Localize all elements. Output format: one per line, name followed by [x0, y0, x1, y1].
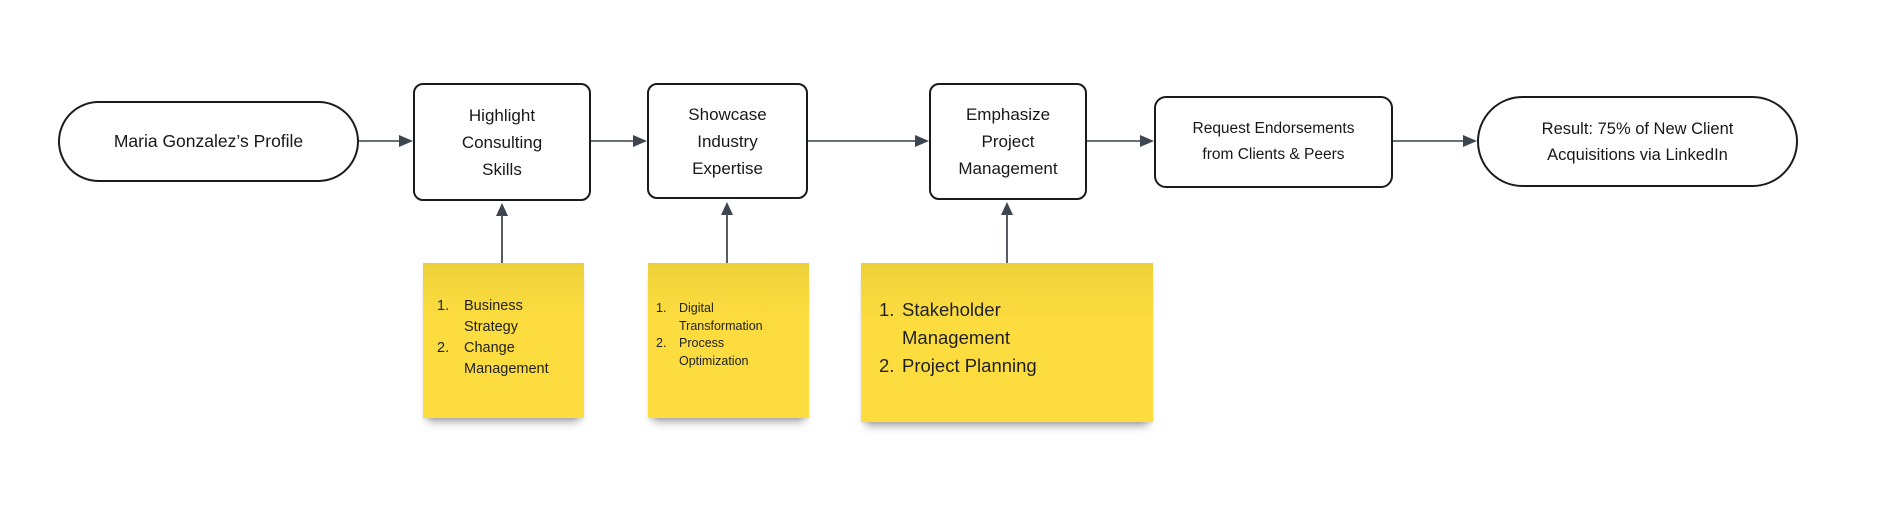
note-line: Stakeholder [902, 299, 1001, 320]
node-step3-label: Emphasize Project Management [958, 105, 1058, 178]
note-item-number: 2. [656, 336, 667, 350]
node-step4-label: Request Endorsements from Clients & Peer… [1192, 120, 1355, 163]
arrow-step4-to-result [1393, 135, 1477, 147]
sticky-note-project-management[interactable]: 1. Stakeholder Management 2. Project Pla… [861, 263, 1153, 422]
note-list-item: 2. Process Optimization [656, 335, 801, 370]
node-profile-label: Maria Gonzalez’s Profile [113, 131, 304, 151]
note-list-item: 2. Change Management [437, 338, 576, 380]
note-item-number: 1. [656, 301, 667, 315]
arrowhead-up-icon [1001, 202, 1013, 215]
note-line: Process [679, 336, 725, 350]
arrowhead-right-icon [1463, 135, 1477, 147]
arrowhead-right-icon [1140, 135, 1154, 147]
note-item-number: 2. [879, 355, 895, 376]
arrow-note1-to-step1 [496, 203, 508, 263]
note-item-number: 2. [437, 340, 450, 356]
note-line: Digital [679, 301, 714, 315]
note-line: Management [464, 361, 549, 377]
arrow-shaft [359, 140, 401, 142]
arrow-shaft [1006, 214, 1008, 263]
node-step1-label: Highlight Consulting Skills [461, 105, 543, 179]
arrow-profile-to-step1 [359, 135, 413, 147]
node-request-endorsements[interactable]: Request Endorsements from Clients & Peer… [1154, 96, 1393, 188]
arrowhead-right-icon [633, 135, 647, 147]
arrowhead-right-icon [399, 135, 413, 147]
node-emphasize-project-management[interactable]: Emphasize Project Management [929, 83, 1087, 200]
arrow-step2-to-step3 [808, 135, 929, 147]
note-line: Project Planning [902, 355, 1037, 376]
node-showcase-industry-expertise[interactable]: Showcase Industry Expertise [647, 83, 808, 199]
arrow-note3-to-step3 [1001, 202, 1013, 263]
node-step2-label: Showcase Industry Expertise [688, 104, 767, 178]
arrowhead-right-icon [915, 135, 929, 147]
arrowhead-up-icon [721, 202, 733, 215]
arrow-shaft [1393, 140, 1465, 142]
arrow-shaft [1087, 140, 1142, 142]
arrow-shaft [726, 214, 728, 263]
arrow-note2-to-step2 [721, 202, 733, 263]
node-result[interactable]: Result: 75% of New Client Acquisitions v… [1477, 96, 1798, 187]
note-line: Business [464, 298, 523, 314]
note-item-number: 1. [879, 299, 895, 320]
node-highlight-consulting-skills[interactable]: Highlight Consulting Skills [413, 83, 591, 201]
note-list-item: 1. Digital Transformation [656, 300, 801, 335]
note-line: Management [902, 327, 1010, 348]
sticky-note-consulting-skills[interactable]: 1. Business Strategy 2. Change Managemen… [423, 263, 584, 418]
note-line: Optimization [679, 353, 749, 368]
node-profile[interactable]: Maria Gonzalez’s Profile [58, 101, 359, 182]
note-list-item: 1. Stakeholder Management [879, 296, 1143, 352]
arrow-shaft [501, 215, 503, 263]
arrowhead-up-icon [496, 203, 508, 216]
arrow-shaft [808, 140, 917, 142]
note-line: Strategy [464, 319, 518, 335]
node-result-label: Result: 75% of New Client Acquisitions v… [1541, 119, 1734, 164]
note-item-number: 1. [437, 298, 450, 314]
sticky-note-industry-expertise[interactable]: 1. Digital Transformation 2. Process Opt… [648, 263, 809, 418]
arrow-step3-to-step4 [1087, 135, 1154, 147]
arrow-step1-to-step2 [591, 135, 647, 147]
arrow-shaft [591, 140, 635, 142]
note-list-item: 2. Project Planning [879, 352, 1143, 380]
note-line: Transformation [679, 318, 763, 333]
note-list-item: 1. Business Strategy [437, 296, 576, 338]
note-line: Change [464, 340, 515, 356]
